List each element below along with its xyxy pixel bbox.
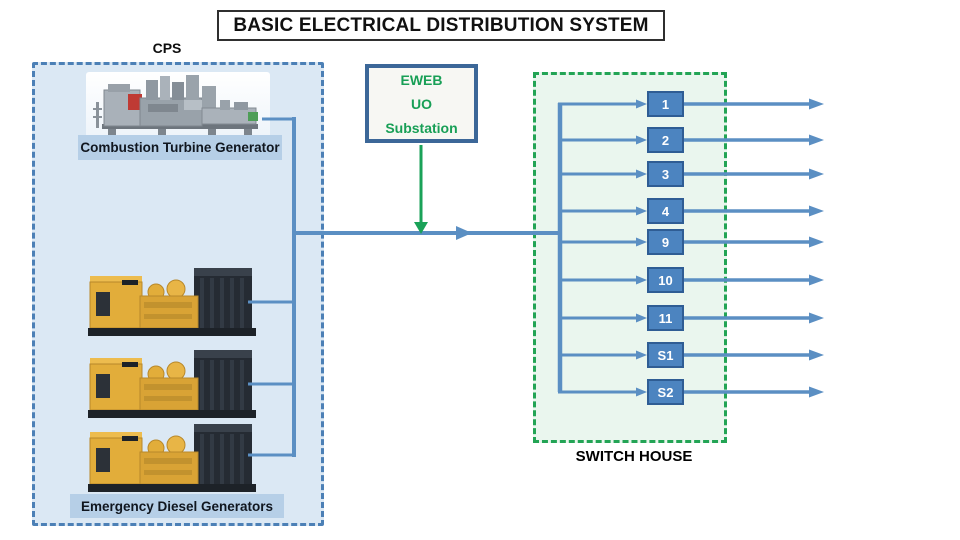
substation-line3: Substation <box>385 119 458 136</box>
bus-label: 3 <box>661 166 670 182</box>
bus-label: 1 <box>661 96 670 112</box>
diesel-generator-image-2 <box>82 346 267 422</box>
bus-box-s2: S2 <box>647 379 684 405</box>
diesel-caption: Emergency Diesel Generators <box>70 494 284 518</box>
bus-label: 2 <box>661 132 670 148</box>
bus-box-3: 3 <box>647 161 684 187</box>
bus-label: S2 <box>657 384 674 400</box>
substation-line2: UO <box>411 95 432 112</box>
bus-label: 10 <box>658 272 673 288</box>
diesel-caption-text: Emergency Diesel Generators <box>80 498 274 514</box>
combustion-turbine-image <box>88 74 268 138</box>
bus-label: S1 <box>657 347 674 363</box>
title-box: BASIC ELECTRICAL DISTRIBUTION SYSTEM <box>217 10 665 41</box>
bus-box-9: 9 <box>647 229 684 255</box>
bus-box-1: 1 <box>647 91 684 117</box>
substation-box: EWEB UO Substation <box>365 64 478 143</box>
diesel-generator-illustration <box>88 268 256 336</box>
cps-label: CPS <box>152 40 182 56</box>
bus-label: 9 <box>661 234 670 250</box>
bus-box-2: 2 <box>647 127 684 153</box>
page-title: BASIC ELECTRICAL DISTRIBUTION SYSTEM <box>233 14 649 36</box>
turbine-caption: Combustion Turbine Generator <box>78 135 282 160</box>
bus-box-10: 10 <box>647 267 684 293</box>
diesel-generator-image-1 <box>82 264 267 340</box>
switch-house-label: SWITCH HOUSE <box>575 448 693 465</box>
bus-label: 11 <box>658 310 673 326</box>
turbine-illustration <box>93 75 258 135</box>
bus-box-s1: S1 <box>647 342 684 368</box>
diesel-generator-image-3 <box>82 420 267 496</box>
bus-box-4: 4 <box>647 198 684 224</box>
bus-label: 4 <box>661 203 670 219</box>
substation-line1: EWEB <box>400 71 443 88</box>
bus-box-11: 11 <box>647 305 684 331</box>
turbine-caption-text: Combustion Turbine Generator <box>80 140 280 155</box>
switch-house-box <box>533 72 727 443</box>
